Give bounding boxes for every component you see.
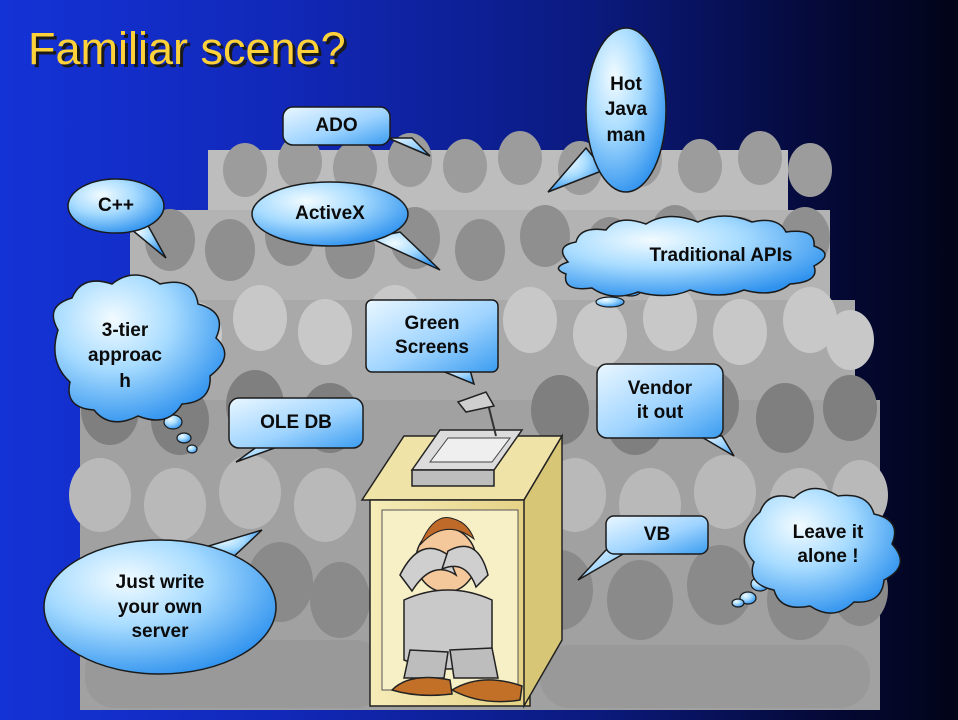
hot-java-label: Hot Java man: [604, 73, 648, 146]
activex-label: ActiveX: [295, 203, 365, 225]
hot-java-bubble: [547, 27, 667, 193]
leave-alone-cloud: [731, 487, 901, 614]
write-server-bubble: [43, 529, 277, 675]
traditional-apis-cloud: [557, 215, 826, 308]
cpp-label: C++: [98, 195, 134, 217]
traditional-apis-label: Traditional APIs: [649, 245, 793, 267]
three-tier-cloud: [52, 274, 226, 454]
vb-bubble: [577, 515, 709, 581]
ado-bubble: [282, 106, 431, 157]
activex-bubble: [251, 181, 441, 271]
podium: [360, 391, 564, 709]
vendor-bubble: [596, 363, 735, 457]
hiding-person: [390, 517, 523, 703]
green-screens-label: Green Screens: [395, 313, 469, 358]
vb-label: VB: [643, 524, 671, 546]
slide-title: Familiar scene?: [28, 23, 346, 74]
leave-alone-label: Leave it alone !: [792, 522, 864, 567]
green-screens-bubble: [365, 299, 499, 386]
ole-db-label: OLE DB: [260, 412, 332, 434]
three-tier-label: 3-tier approac h: [88, 319, 162, 392]
ado-label: ADO: [315, 115, 358, 137]
write-server-label: Just write your own server: [115, 571, 205, 643]
vendor-label: Vendor it out: [627, 378, 693, 423]
ole-db-bubble: [228, 397, 364, 463]
cpp-bubble: [67, 178, 167, 259]
